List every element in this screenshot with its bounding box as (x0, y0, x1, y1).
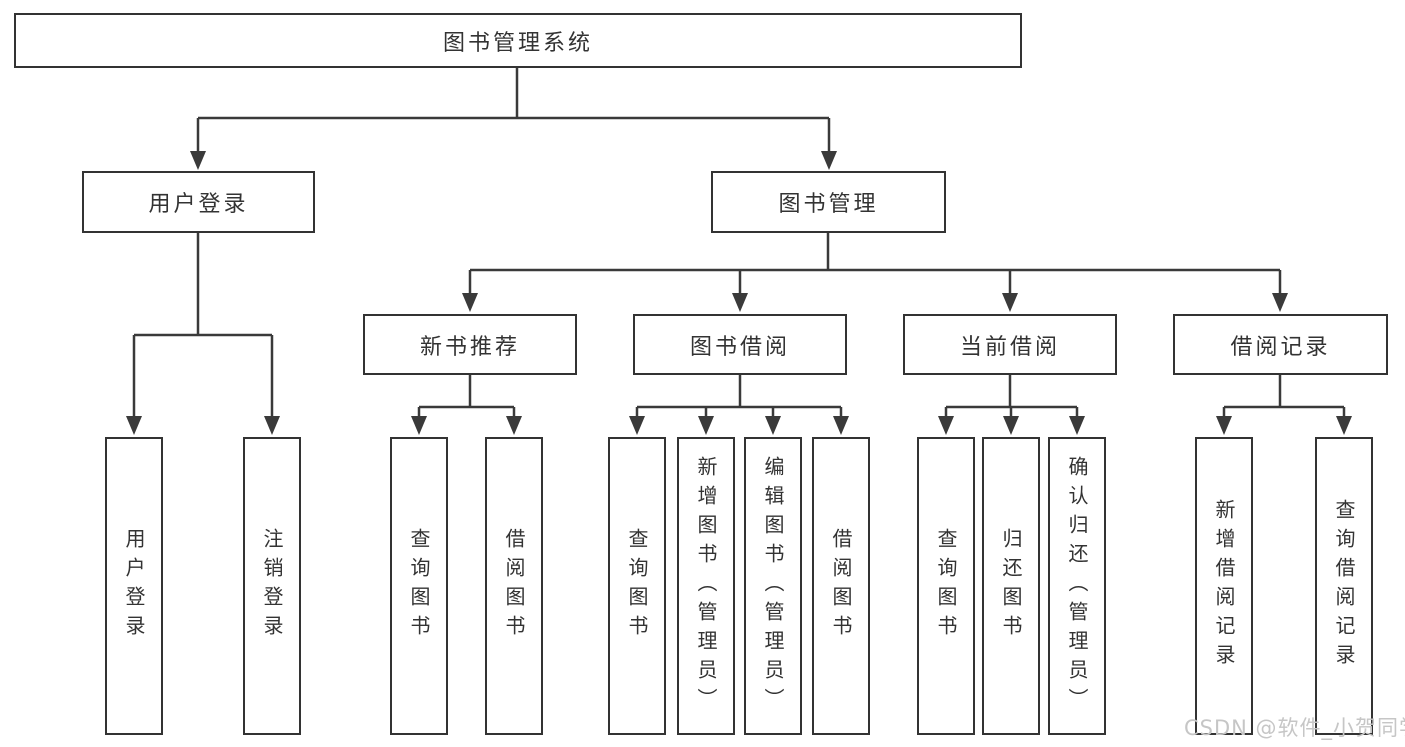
node-label: 查询图书 (407, 528, 431, 644)
node-library-management-system: 图书管理系统 (14, 13, 1022, 68)
leaf-return-books: 归还图书 (982, 437, 1040, 735)
node-current-borrowing: 当前借阅 (903, 314, 1117, 375)
node-new-book-recommendation: 新书推荐 (363, 314, 577, 375)
leaf-confirm-return-admin: 确认归还（管理员） (1048, 437, 1106, 735)
leaf-edit-books-admin: 编辑图书（管理员） (744, 437, 802, 735)
node-label: 查询借阅记录 (1332, 499, 1356, 673)
node-label: 借阅图书 (829, 528, 853, 644)
node-label: 用户登录 (148, 192, 249, 217)
node-label: 当前借阅 (959, 334, 1060, 360)
node-book-borrowing: 图书借阅 (633, 314, 847, 375)
leaf-query-borrow-record: 查询借阅记录 (1315, 437, 1373, 735)
node-user-login: 用户登录 (82, 171, 315, 233)
node-label: 新增借阅记录 (1212, 499, 1236, 673)
node-label: 借阅记录 (1230, 334, 1331, 360)
node-borrowing-records: 借阅记录 (1173, 314, 1388, 375)
leaf-add-books-admin: 新增图书（管理员） (677, 437, 735, 735)
node-label: 新增图书（管理员） (694, 455, 718, 717)
node-label: 归还图书 (999, 528, 1023, 644)
node-label: 用户登录 (122, 528, 146, 644)
node-label: 借阅图书 (502, 528, 526, 644)
node-label: 新书推荐 (419, 334, 520, 360)
node-label: 图书管理 (778, 192, 879, 217)
leaf-query-books-3: 查询图书 (917, 437, 975, 735)
node-label: 注销登录 (260, 528, 284, 644)
node-label: 确认归还（管理员） (1065, 455, 1089, 717)
node-label: 图书管理系统 (442, 30, 593, 56)
leaf-query-books-2: 查询图书 (608, 437, 666, 735)
leaf-query-books-1: 查询图书 (390, 437, 448, 735)
leaf-add-borrow-record: 新增借阅记录 (1195, 437, 1253, 735)
leaf-borrow-books-2: 借阅图书 (812, 437, 870, 735)
node-book-management: 图书管理 (711, 171, 946, 233)
leaf-borrow-books-1: 借阅图书 (485, 437, 543, 735)
leaf-user-login: 用户登录 (105, 437, 163, 735)
node-label: 编辑图书（管理员） (761, 455, 785, 717)
leaf-logout: 注销登录 (243, 437, 301, 735)
node-label: 图书借阅 (689, 334, 790, 360)
csdn-watermark: CSDN @软件_小贺同学 (1184, 716, 1405, 740)
node-label: 查询图书 (625, 528, 649, 644)
node-label: 查询图书 (934, 528, 958, 644)
